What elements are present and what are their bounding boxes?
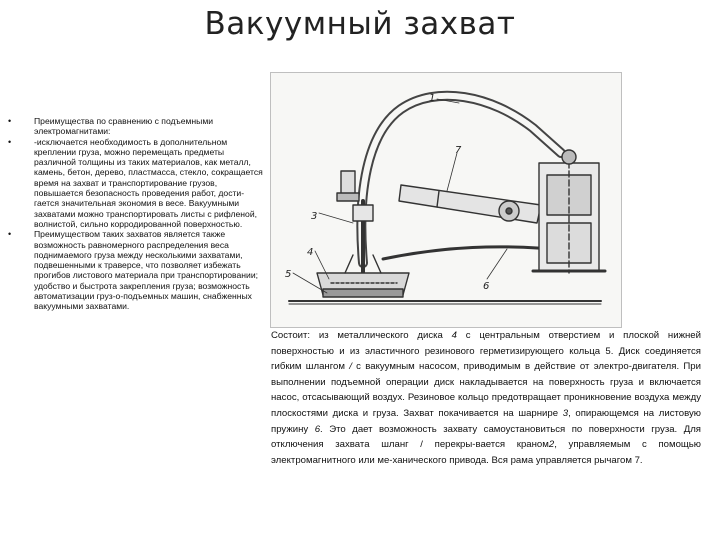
bullet-icon: • (8, 136, 12, 147)
bullet-text: Преимущества по сравнению с подъемными э… (34, 116, 214, 137)
part-number: 6 (314, 423, 321, 435)
slide-title: Вакуумный захват (204, 6, 516, 42)
part-number: 4 (451, 330, 457, 341)
list-item: • Преимущества по сравнению с подъемными … (8, 116, 266, 137)
description-text: , опирающемся на листовую пружину (271, 407, 701, 435)
description-text: , управляемым с помощью электромагнитног… (271, 439, 702, 466)
description-text: с центральным отверстием и плоской нижне… (271, 330, 702, 373)
description-text: с вакуумным насосом, приводимым в действ… (271, 361, 702, 419)
label-3: 3 (311, 211, 317, 222)
label-6: 6 (483, 281, 489, 292)
label-7: 7 (455, 145, 462, 156)
part-number: / (349, 361, 352, 373)
advantages-list: • Преимущества по сравнению с подъемными … (8, 116, 266, 312)
label-1: 1 (429, 93, 435, 104)
bullet-text: Преимуществом таких захватов является та… (34, 229, 259, 312)
vacuum-gripper-diagram: 1 7 3 4 5 6 (270, 72, 622, 328)
bullet-icon: • (8, 116, 12, 126)
part-number: 3 (562, 407, 569, 419)
label-4: 4 (307, 247, 313, 258)
bullet-icon: • (8, 229, 12, 240)
diagram-svg: 1 7 3 4 5 6 (285, 90, 607, 305)
label-5: 5 (285, 269, 291, 280)
list-item: • -исключается необходимость в дополнител… (8, 137, 266, 230)
description-paragraph: Состоит: из металлического диска 4 с цен… (271, 328, 701, 468)
bullet-text: -исключается необходимость в дополнитель… (34, 136, 263, 229)
description-text: Состоит: из металлического диска (271, 330, 452, 341)
part-number: 2 (548, 439, 555, 451)
list-item: • Преимуществом таких захватов является т… (8, 229, 266, 311)
description-text: . Это дает возможность захвату самоустан… (271, 423, 701, 451)
